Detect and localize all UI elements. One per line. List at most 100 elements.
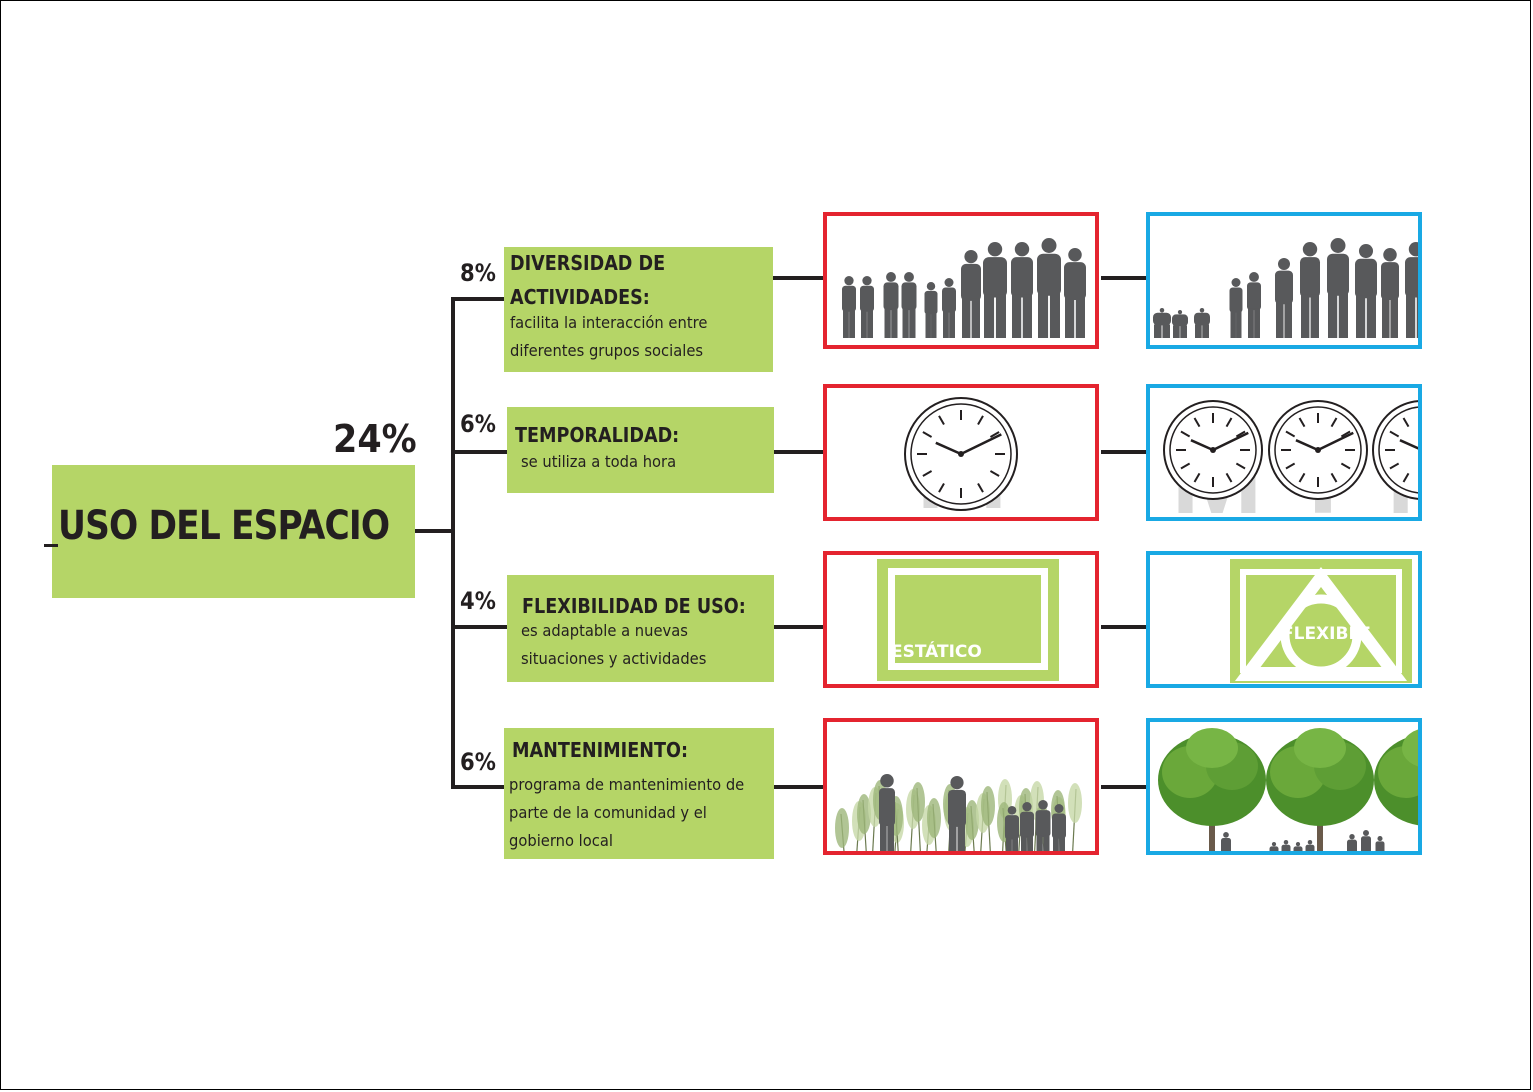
criterion-box-diversidad — [504, 247, 773, 372]
person-silhouette — [1020, 802, 1034, 851]
connector-row-2-b — [1101, 450, 1146, 454]
shrub-stalk — [911, 782, 925, 851]
person-silhouette — [883, 272, 899, 338]
static-frame-graphic — [877, 559, 1059, 681]
connector-row-2-a — [774, 450, 823, 454]
panel-maintenance-low — [823, 718, 1099, 855]
shrub-stalk — [927, 798, 941, 851]
main-node-box — [52, 465, 415, 598]
connector-branch-4 — [451, 785, 506, 789]
people-silhouettes-adults-graphic — [842, 238, 1086, 338]
main-node-tick — [44, 544, 58, 547]
criterion-desc-diversidad-line1: facilita la interacción entre — [510, 313, 708, 332]
connector-branch-2 — [451, 450, 508, 454]
clock-icon — [1372, 400, 1418, 500]
person-silhouette — [1005, 806, 1019, 851]
people-silhouettes-mixed-ages-graphic — [1153, 238, 1418, 338]
panel-flexibility-flexible: FLEXIBLE — [1146, 551, 1422, 688]
total-percent: 24% — [333, 417, 417, 461]
criterion-box-mantenimiento — [504, 728, 774, 859]
person-silhouette — [1375, 836, 1385, 851]
flexible-circle — [1280, 594, 1362, 676]
criterion-percent-flexibilidad: 4% — [460, 587, 496, 615]
person-silhouette — [961, 250, 981, 338]
connector-branch-3 — [451, 625, 508, 629]
panel-maintenance-high — [1146, 718, 1422, 855]
connector-main-stub — [415, 529, 455, 533]
person-silhouette — [1293, 842, 1303, 851]
tree-icon — [1266, 728, 1374, 851]
shrub-stalk — [965, 800, 979, 851]
connector-branch-1 — [451, 297, 506, 301]
criterion-desc-flexibilidad-line2: situaciones y actividades — [521, 649, 707, 668]
panel-temporality-triple: M T N — [1146, 384, 1422, 521]
criterion-title-mantenimiento: MANTENIMIENTO: — [512, 738, 688, 762]
panel-diversity-high — [1146, 212, 1422, 349]
criterion-title-temporalidad: TEMPORALIDAD: — [515, 423, 680, 447]
tree-icon — [1374, 729, 1418, 826]
tree-icon — [1158, 728, 1266, 851]
person-silhouette — [1153, 308, 1171, 338]
person-silhouette — [860, 276, 874, 338]
person-silhouette — [1275, 258, 1293, 338]
shrub-stalk — [835, 808, 849, 851]
person-silhouette — [1355, 244, 1377, 338]
person-silhouette — [1011, 242, 1033, 338]
person-silhouette — [1052, 804, 1066, 851]
criterion-box-flexibilidad — [507, 575, 774, 682]
main-node-title: USO DEL ESPACIO — [58, 503, 390, 549]
criterion-percent-mantenimiento: 6% — [460, 748, 496, 776]
clock-graphic-single: M — [904, 397, 1018, 517]
criterion-percent-temporalidad: 6% — [460, 410, 496, 438]
clock-icon — [904, 397, 1018, 511]
criterion-desc-mantenimiento-line1: programa de mantenimiento de — [509, 775, 745, 794]
panel-temporality-single: M — [823, 384, 1099, 521]
criterion-desc-mantenimiento-line2: parte de la comunidad y el — [509, 803, 707, 822]
person-silhouette — [1221, 832, 1231, 851]
overgrown-vegetation-graphic — [835, 774, 1082, 851]
maintained-trees-graphic — [1158, 728, 1418, 851]
criterion-title-diversidad-line2: ACTIVIDADES: — [510, 285, 650, 309]
person-silhouette — [924, 282, 938, 338]
clock-graphic-triple: M T N — [1163, 400, 1418, 517]
flexible-shape-graphic — [1230, 559, 1412, 683]
person-silhouette — [842, 276, 856, 338]
person-silhouette — [1405, 242, 1418, 338]
criterion-title-diversidad-line1: DIVERSIDAD DE — [510, 251, 666, 275]
person-silhouette — [1269, 842, 1279, 851]
connector-trunk — [451, 297, 455, 789]
criterion-desc-diversidad-line2: diferentes grupos sociales — [510, 341, 704, 360]
criterion-box-temporalidad — [507, 407, 774, 493]
person-silhouette — [948, 776, 966, 851]
static-label: ESTÁTICO — [891, 642, 982, 662]
person-silhouette — [942, 278, 956, 338]
clock-icon — [1163, 400, 1263, 500]
shrub-stalk — [857, 794, 871, 851]
connector-row-1-a — [765, 276, 823, 280]
static-inner-square — [895, 575, 1041, 663]
connector-row-4-a — [774, 785, 823, 789]
person-silhouette — [901, 272, 917, 338]
person-silhouette — [1281, 840, 1291, 851]
shrub-stalk — [1068, 783, 1082, 851]
person-silhouette — [1172, 310, 1188, 338]
person-silhouette — [1035, 800, 1051, 851]
person-silhouette — [1037, 238, 1061, 338]
person-silhouette — [1381, 248, 1399, 338]
flexible-label: FLEXIBLE — [1282, 624, 1371, 644]
criterion-percent-diversidad: 8% — [460, 259, 496, 287]
clock-icon — [1268, 400, 1368, 500]
person-silhouette — [1064, 248, 1086, 338]
criterion-desc-flexibilidad-line1: es adaptable a nuevas — [521, 621, 688, 640]
person-silhouette — [1305, 840, 1315, 851]
person-silhouette — [879, 774, 895, 851]
criterion-desc-temporalidad: se utiliza a toda hora — [521, 452, 677, 471]
connector-row-3-b — [1101, 625, 1146, 629]
shrub-stalk — [981, 786, 995, 851]
person-silhouette — [1347, 834, 1357, 851]
connector-row-3-a — [774, 625, 823, 629]
panel-diversity-low — [823, 212, 1099, 349]
person-silhouette — [1229, 278, 1243, 338]
person-silhouette — [1300, 242, 1320, 338]
